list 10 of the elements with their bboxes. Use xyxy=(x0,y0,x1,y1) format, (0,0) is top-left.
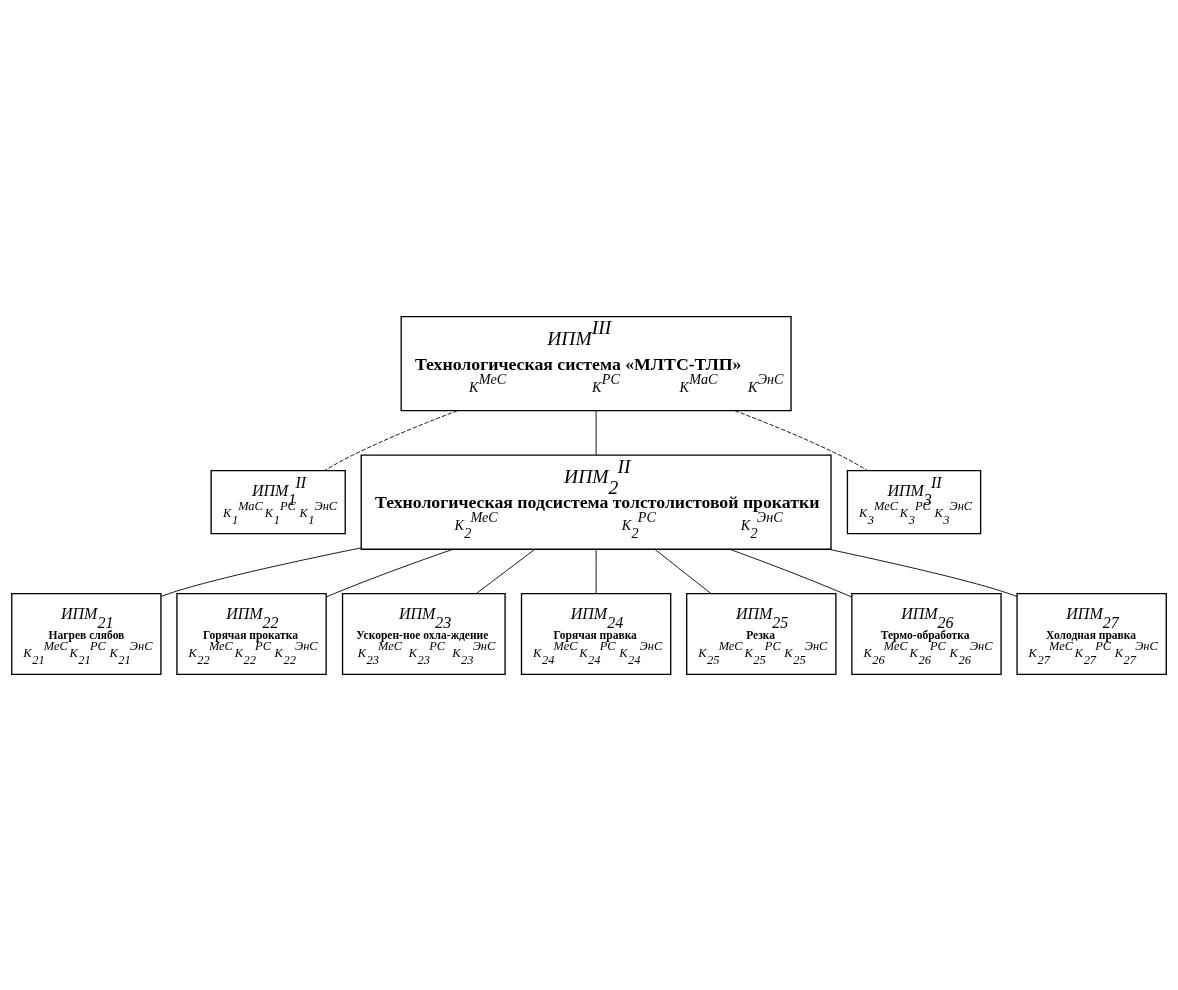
connector xyxy=(325,548,454,597)
connector xyxy=(729,548,853,597)
connector xyxy=(828,548,1018,597)
connector xyxy=(654,548,712,594)
connector xyxy=(324,409,458,471)
connector xyxy=(734,409,868,471)
connector xyxy=(475,548,536,594)
connector xyxy=(160,546,362,597)
connector xyxy=(595,548,597,594)
connector xyxy=(595,409,597,455)
